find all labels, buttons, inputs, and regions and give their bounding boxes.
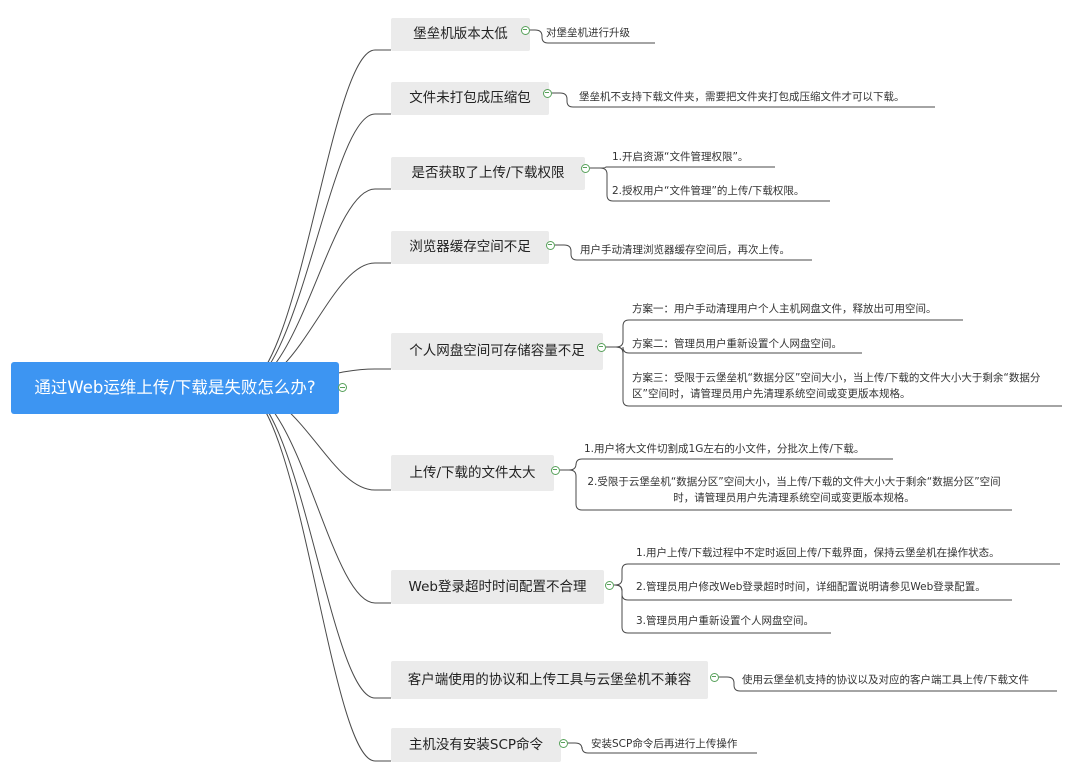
topic-6[interactable]: 上传/下载的文件太大 bbox=[391, 455, 554, 491]
collapse-icon[interactable] bbox=[558, 738, 568, 748]
topic-1[interactable]: 堡垒机版本太低 bbox=[391, 18, 530, 51]
collapse-icon[interactable] bbox=[604, 580, 614, 590]
collapse-icon[interactable] bbox=[520, 25, 530, 35]
topic-9[interactable]: 主机没有安装SCP命令 bbox=[391, 728, 561, 762]
root-topic[interactable]: 通过Web运维上传/下载是失败怎么办? bbox=[11, 362, 339, 414]
topic-7[interactable]: Web登录超时时间配置不合理 bbox=[391, 570, 604, 604]
topic-5[interactable]: 个人网盘空间可存储容量不足 bbox=[391, 333, 603, 370]
subtopic-7-1[interactable]: 1.用户上传/下载过程中不定时返回上传/下载界面，保持云堡垒机在操作状态。 bbox=[636, 547, 1000, 559]
leaf-connector bbox=[530, 29, 655, 44]
subtopic-5-3[interactable]: 方案三：受限于云堡垒机“数据分区”空间大小，当上传/下载的文件大小大于剩余“数据… bbox=[632, 372, 1041, 400]
leaf-connector bbox=[560, 458, 893, 471]
topic-4[interactable]: 浏览器缓存空间不足 bbox=[391, 231, 549, 264]
branch-connector bbox=[239, 113, 391, 389]
subtopic-4-1[interactable]: 用户手动清理浏览器缓存空间后，再次上传。 bbox=[580, 244, 790, 256]
leaf-connector bbox=[590, 167, 830, 202]
subtopic-2-1[interactable]: 堡垒机不支持下载文件夹，需要把文件夹打包成压缩文件才可以下载。 bbox=[579, 91, 905, 103]
subtopic-7-2[interactable]: 2.管理员用户修改Web登录超时时间，详细配置说明请参见Web登录配置。 bbox=[636, 581, 986, 593]
leaf-connector bbox=[568, 742, 757, 754]
leaf-connector bbox=[614, 563, 1060, 586]
collapse-icon[interactable] bbox=[542, 88, 552, 98]
topic-8[interactable]: 客户端使用的协议和上传工具与云堡垒机不兼容 bbox=[391, 661, 708, 699]
collapse-icon[interactable] bbox=[596, 342, 606, 352]
subtopic-5-2[interactable]: 方案二：管理员用户重新设置个人网盘空间。 bbox=[632, 338, 842, 350]
collapse-icon[interactable] bbox=[709, 672, 719, 682]
leaf-connector bbox=[614, 584, 831, 634]
branch-connector bbox=[239, 49, 391, 389]
subtopic-3-2[interactable]: 2.授权用户“文件管理”的上传/下载权限。 bbox=[612, 185, 805, 197]
collapse-icon[interactable] bbox=[550, 465, 560, 475]
collapse-icon[interactable] bbox=[580, 163, 590, 173]
leaf-connector bbox=[606, 346, 1062, 407]
root-collapse-icon[interactable] bbox=[338, 383, 347, 392]
branch-connector bbox=[239, 387, 391, 762]
subtopic-6-2[interactable]: 2.受限于云堡垒机“数据分区”空间大小，当上传/下载的文件大小大于剩余“数据分区… bbox=[587, 476, 1001, 504]
subtopic-1-1[interactable]: 对堡垒机进行升级 bbox=[546, 27, 630, 39]
leaf-connector bbox=[606, 319, 963, 348]
subtopic-3-1[interactable]: 1.开启资源“文件管理权限”。 bbox=[612, 151, 749, 163]
leaf-connector bbox=[555, 244, 812, 261]
leaf-connector bbox=[560, 469, 1012, 511]
branch-connector bbox=[239, 387, 391, 699]
collapse-icon[interactable] bbox=[545, 240, 555, 250]
branch-connector bbox=[239, 387, 391, 604]
topic-3[interactable]: 是否获取了上传/下载权限 bbox=[391, 157, 585, 190]
subtopic-9-1[interactable]: 安装SCP命令后再进行上传操作 bbox=[591, 738, 738, 750]
subtopic-7-3[interactable]: 3.管理员用户重新设置个人网盘空间。 bbox=[636, 615, 815, 627]
branch-connector bbox=[239, 188, 391, 389]
subtopic-8-1[interactable]: 使用云堡垒机支持的协议以及对应的客户端工具上传/下载文件 bbox=[742, 674, 1030, 686]
topic-2[interactable]: 文件未打包成压缩包 bbox=[391, 82, 549, 115]
subtopic-5-1[interactable]: 方案一：用户手动清理用户个人主机网盘文件，释放出可用空间。 bbox=[632, 303, 937, 315]
leaf-connector bbox=[719, 676, 1057, 692]
subtopic-6-1[interactable]: 1.用户将大文件切割成1G左右的小文件，分批次上传/下载。 bbox=[584, 443, 865, 455]
leaf-connector bbox=[552, 92, 935, 108]
leaf-connector bbox=[590, 166, 775, 169]
